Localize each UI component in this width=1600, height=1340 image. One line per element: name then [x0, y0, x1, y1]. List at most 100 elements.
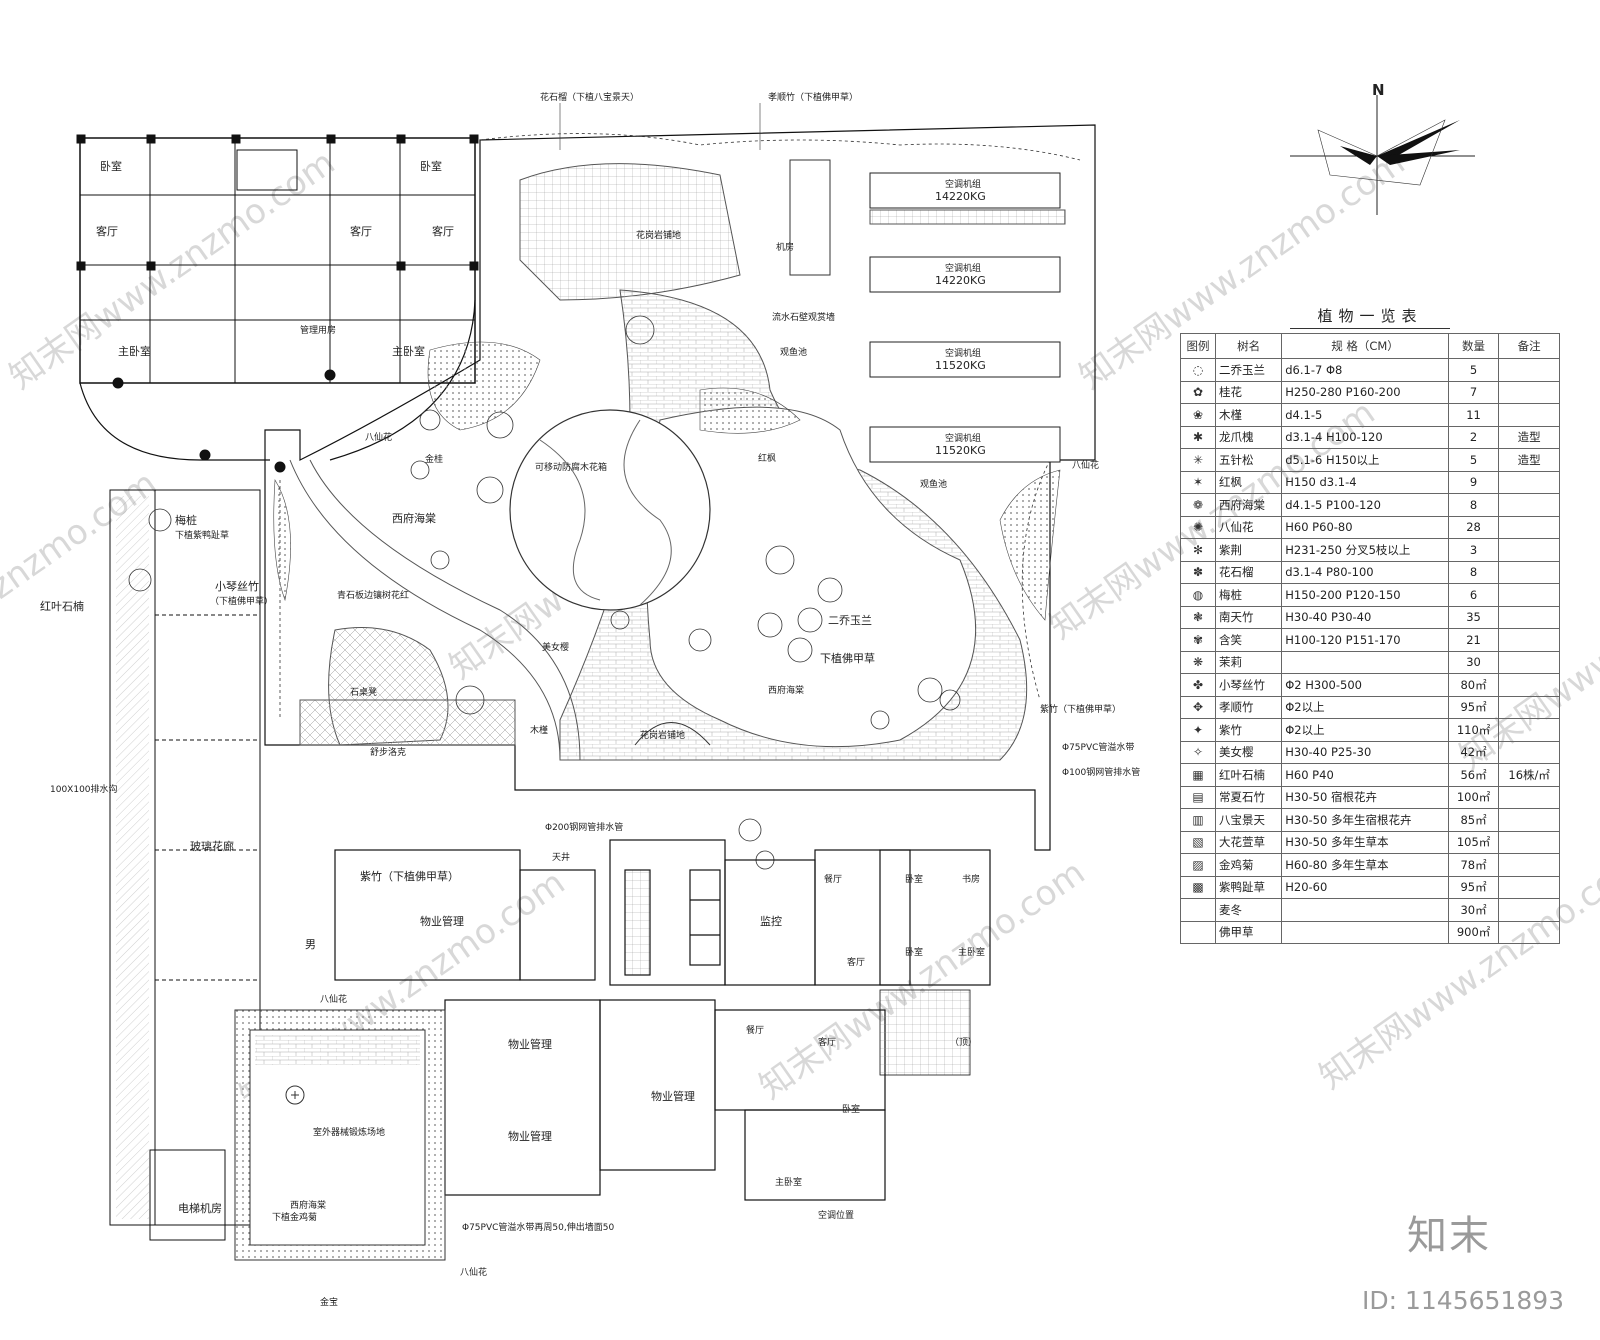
legend-plant-name: 常夏石竹 [1214, 785, 1283, 809]
fitness-court: 室外器械锻炼场地 西府海棠 下植金鸡菊 八仙花 八仙花 金宝 Φ75PVC管溢水… [234, 993, 614, 1308]
legend-note [1498, 493, 1560, 517]
legend-spec: H231-250 分叉5枝以上 [1281, 538, 1449, 562]
legend-note [1498, 740, 1560, 764]
legend-qty: 6 [1447, 583, 1500, 607]
room-label: 紫竹（下植佛甲草） [360, 869, 459, 883]
legend-plant-name: 麦冬 [1214, 898, 1283, 922]
label-mei-nv-ying: 美女樱 [542, 641, 569, 653]
legend-note [1498, 830, 1560, 854]
pvc-note-1: Φ75PVC管溢水带 [1062, 741, 1134, 753]
room-label: 客厅 [847, 956, 865, 968]
planting-mass [273, 341, 1061, 621]
legend-note [1498, 560, 1560, 584]
legend-spec: H30-40 P30-40 [1281, 605, 1449, 629]
legend-symbol-icon: ✾ [1180, 628, 1216, 652]
legend-plant-name: 五针松 [1214, 448, 1283, 472]
ac-unit-weight: 14220KG [935, 190, 986, 203]
room-label: 客厅 [432, 224, 454, 238]
legend-note [1498, 898, 1560, 922]
room-label: 卧室 [905, 946, 923, 958]
label-mu-jin: 木槿 [530, 724, 548, 736]
room-label: 卧室 [100, 159, 122, 173]
label-ba-xian-top: 八仙花 [320, 993, 347, 1005]
legend-spec: Φ2 H300-500 [1281, 673, 1449, 697]
legend-qty: 95㎡ [1447, 875, 1500, 899]
legend-spec [1281, 920, 1449, 944]
room-label: 客厅 [96, 224, 118, 238]
ac-unit-3: 空调机组 11520KG [869, 341, 1061, 378]
label-ba-xian-hua-2: 八仙花 [365, 431, 392, 443]
legend-qty: 105㎡ [1447, 830, 1500, 854]
legend-spec [1281, 898, 1449, 922]
legend-plant-name: 茉莉 [1214, 650, 1283, 674]
legend-spec: H20-60 [1281, 875, 1449, 899]
pvc-note-3: Φ75PVC管溢水带再周50,伸出墙面50 [462, 1221, 614, 1233]
legend-title: 植物一览表 [1290, 305, 1450, 329]
watermark: 知末网www.znzmo.com [2, 143, 342, 398]
label-water-pipe: 100X100排水沟 [50, 783, 118, 795]
garden-labels: 花石榴（下植八宝景天） 孝顺竹（下植佛甲草） 花岗岩铺地 机房 流水石壁观赏墙 … [337, 91, 1140, 863]
legend-symbol-icon: ▥ [1180, 808, 1216, 832]
label-hong-feng: 红枫 [758, 452, 776, 464]
callout-zi-zhu: 紫竹（下植佛甲草） [1040, 703, 1121, 715]
legend-plant-name: 孝顺竹 [1214, 695, 1283, 719]
legend-note [1498, 808, 1560, 832]
legend-qty: 3 [1447, 538, 1500, 562]
ac-unit-2: 空调机组 14220KG [869, 256, 1061, 293]
legend-spec: d3.1-4 H100-120 [1281, 425, 1449, 449]
label-shi-zhuo-deng: 石桌凳 [350, 686, 377, 698]
room-label: 物业管理 [508, 1129, 552, 1143]
legend-qty: 21 [1447, 628, 1500, 652]
room-label-ji-fang: 机房 [776, 241, 794, 253]
legend-spec: H60-80 多年生草本 [1281, 853, 1449, 877]
label-xia-zhi-fo-jia-cao: 下植佛甲草 [820, 651, 875, 665]
legend-plant-name: 美女樱 [1214, 740, 1283, 764]
legend-qty: 78㎡ [1447, 853, 1500, 877]
legend-symbol-icon: ✳ [1180, 448, 1216, 472]
room-label: 主卧室 [118, 344, 151, 358]
legend-spec: H30-50 宿根花卉 [1281, 785, 1449, 809]
room-label: 书房 [962, 873, 980, 885]
legend-spec: H60 P40 [1281, 763, 1449, 787]
ac-unit-weight: 11520KG [935, 359, 986, 372]
legend-qty: 30 [1447, 650, 1500, 674]
legend-symbol-icon: ✧ [1180, 740, 1216, 764]
legend-qty: 8 [1447, 493, 1500, 517]
label-hua-gang-yan-pu-di: 花岗岩铺地 [636, 229, 681, 241]
label-jin-gui: 金桂 [425, 453, 443, 465]
legend-spec: H30-40 P25-30 [1281, 740, 1449, 764]
label-hong-ye-shi-nan: 红叶石楠 [40, 599, 84, 613]
legend-spec: H150 d3.1-4 [1281, 470, 1449, 494]
legend-symbol-icon: ✽ [1180, 560, 1216, 584]
drain-note: Φ200钢网管排水管 [545, 821, 623, 833]
legend-qty: 8 [1447, 560, 1500, 584]
legend-note [1498, 875, 1560, 899]
label-xiao-qin-sub: （下植佛甲草） [210, 595, 273, 607]
legend-note [1498, 538, 1560, 562]
legend-qty: 110㎡ [1447, 718, 1500, 742]
room-label: 卧室 [842, 1103, 860, 1115]
legend-plant-name: 桂花 [1214, 380, 1283, 404]
legend-symbol-icon: ❃ [1180, 605, 1216, 629]
label-xi-fu-bottom-sub: 下植金鸡菊 [272, 1211, 317, 1223]
planting-symbols [128, 133, 1081, 870]
label-qing-shi-ban: 青石板边镶树花红 [337, 589, 409, 601]
legend-spec: H150-200 P120-150 [1281, 583, 1449, 607]
ac-unit-name: 空调机组 [945, 432, 981, 444]
legend-symbol-icon: ▧ [1180, 830, 1216, 854]
room-label: 客厅 [350, 224, 372, 238]
building-top-left [76, 134, 479, 473]
legend-plant-name: 红叶石楠 [1214, 763, 1283, 787]
label-jin-yan: 金宝 [320, 1296, 338, 1308]
legend-plant-name: 木槿 [1214, 403, 1283, 427]
label-guan-yu-chi: 观鱼池 [780, 346, 807, 358]
room-label: 卧室 [420, 159, 442, 173]
legend-spec: d3.1-4 P80-100 [1281, 560, 1449, 584]
legend-plant-name: 八宝景天 [1214, 808, 1283, 832]
